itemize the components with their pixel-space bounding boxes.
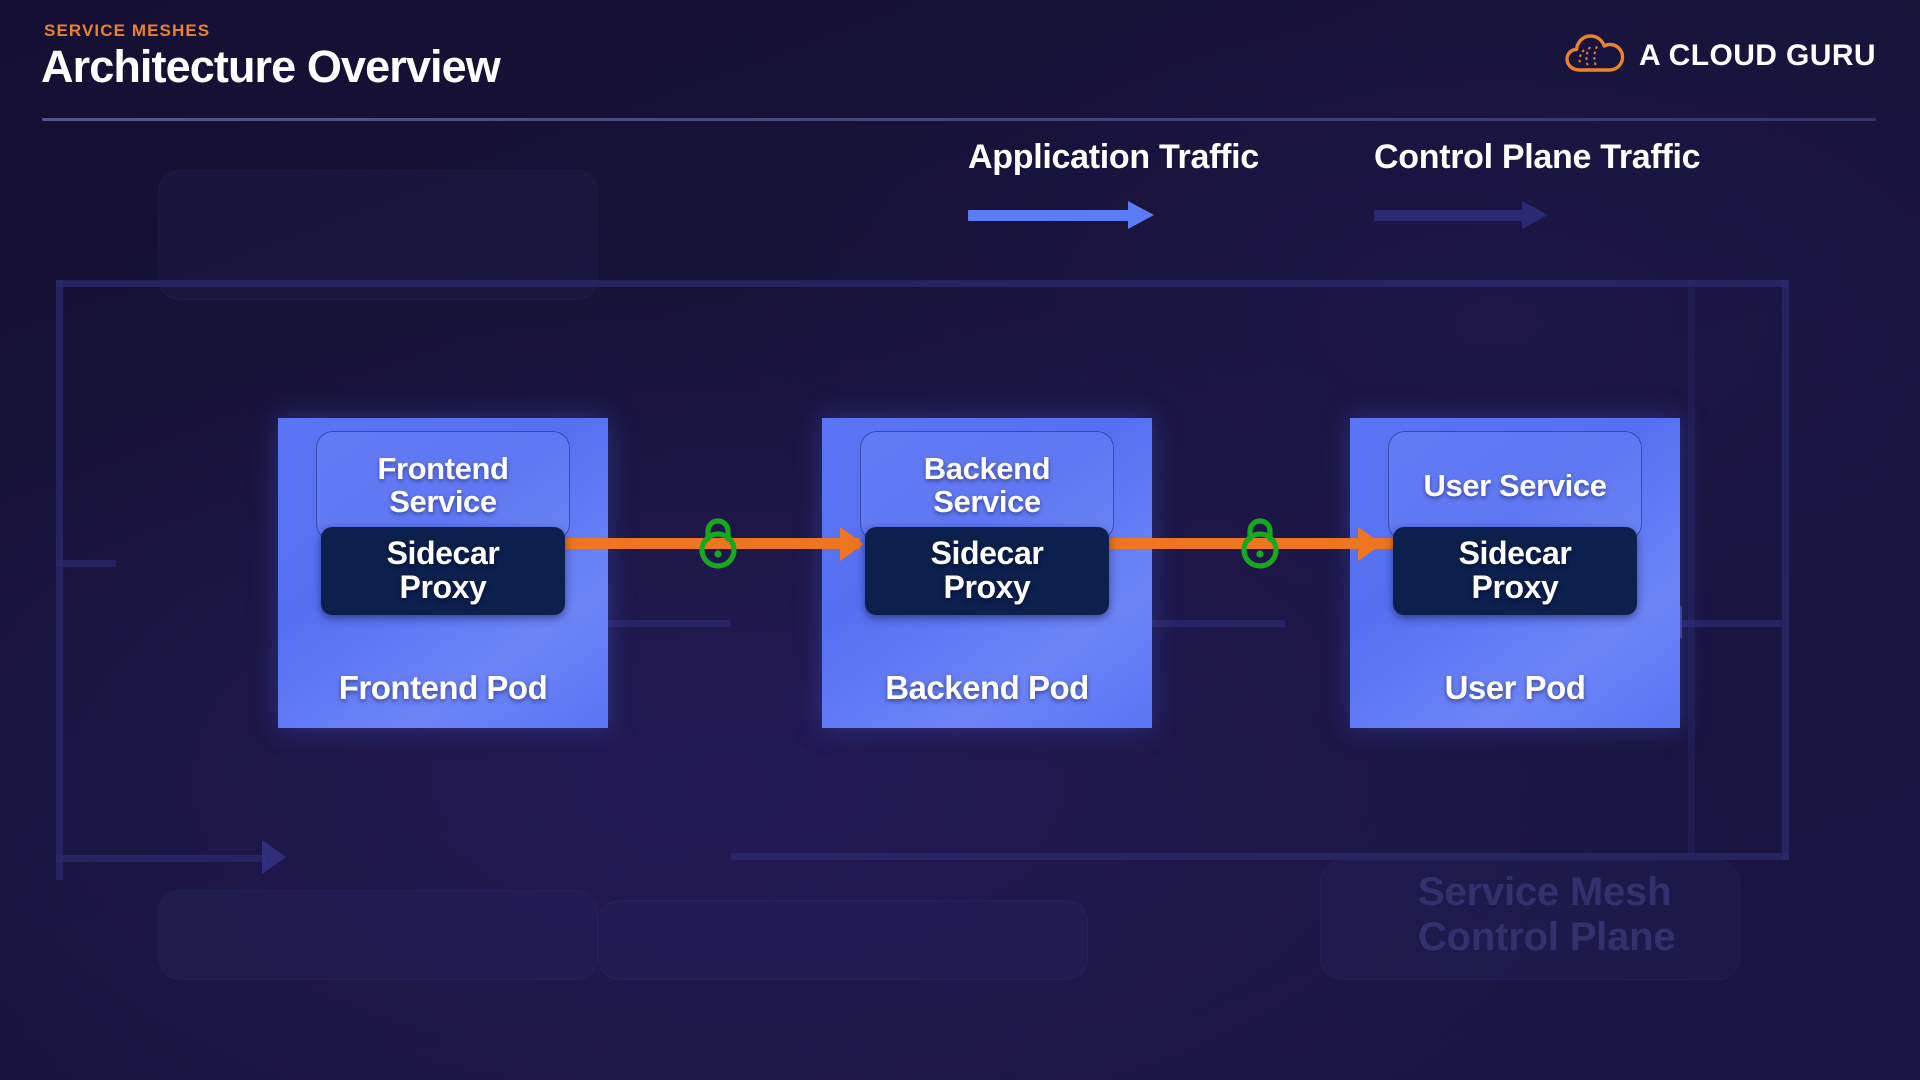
service-box-user[interactable]: User Service [1388, 431, 1642, 541]
header-divider [42, 118, 1876, 121]
control-plane-line-bottom-left-stub [56, 855, 266, 862]
control-plane-arrowhead-bottom-left [262, 840, 286, 874]
arrow-right-icon-application-traffic [968, 201, 1259, 229]
service-label-backend: Backend Service [923, 451, 1051, 519]
pod-backend[interactable]: Backend Service Sidecar Proxy Backend Po… [822, 418, 1152, 728]
service-box-backend[interactable]: Backend Service [860, 431, 1114, 541]
sidecar-proxy-backend[interactable]: Sidecar Proxy [865, 527, 1109, 615]
sidecar-label-user: Sidecar Proxy [1458, 535, 1572, 605]
ghost-rect-top-left [158, 170, 598, 300]
service-label-user: User Service [1423, 467, 1607, 503]
app-traffic-arrowhead-user [1358, 527, 1382, 561]
sidecar-proxy-user[interactable]: Sidecar Proxy [1393, 527, 1637, 615]
arrow-right-icon-control-plane-traffic [1374, 201, 1700, 229]
app-traffic-arrowhead-backend [840, 527, 864, 561]
legend-label-application-traffic: Application Traffic [968, 138, 1259, 176]
control-plane-line-right-vertical [1782, 280, 1789, 860]
pod-label-backend: Backend Pod [885, 669, 1089, 706]
ghost-rect-bottom-center [598, 900, 1088, 980]
padlock-icon-frontend-backend [690, 513, 746, 576]
legend-label-control-plane-traffic: Control Plane Traffic [1374, 138, 1701, 176]
sidecar-label-backend: Sidecar Proxy [930, 535, 1044, 605]
cloud-icon [1564, 32, 1626, 79]
pod-label-user: User Pod [1444, 669, 1586, 706]
legend-item-control-plane-traffic: Control Plane Traffic [1374, 138, 1701, 229]
app-traffic-line-backend-user [1105, 538, 1405, 549]
app-traffic-line-frontend-backend [560, 538, 860, 549]
brand-name: A CLOUD GURU [1638, 38, 1876, 72]
control-plane-line-top-left [56, 280, 1789, 287]
slide-kicker: SERVICE MESHES [44, 21, 211, 40]
service-box-frontend[interactable]: Frontend Service [316, 431, 570, 541]
pod-frontend[interactable]: Frontend Service Sidecar Proxy Frontend … [278, 418, 608, 728]
padlock-icon-backend-user [1232, 513, 1288, 576]
control-plane-ghost-label: Service Mesh Control Plane [1418, 870, 1676, 959]
control-plane-line-bottom [730, 853, 1789, 860]
control-plane-line-inner-vertical [1688, 280, 1695, 855]
control-plane-branch-user [1680, 620, 1782, 627]
page-title: Architecture Overview [41, 41, 501, 92]
control-plane-line-left-vertical [56, 280, 63, 880]
control-plane-branch-backend [1145, 620, 1285, 627]
sidecar-proxy-frontend[interactable]: Sidecar Proxy [321, 527, 565, 615]
sidecar-label-frontend: Sidecar Proxy [386, 535, 500, 605]
pod-user[interactable]: User Service Sidecar Proxy User Pod [1350, 418, 1680, 728]
legend-item-application-traffic: Application Traffic [968, 138, 1259, 229]
service-label-frontend: Frontend Service [377, 451, 509, 519]
control-plane-line-left-branch [56, 560, 116, 567]
control-plane-branch-frontend [600, 620, 730, 627]
ghost-rect-bottom-right [1320, 860, 1740, 980]
ghost-rect-bottom-left [158, 890, 598, 980]
brand-logo: A CLOUD GURU [1564, 32, 1876, 79]
pod-label-frontend: Frontend Pod [338, 669, 548, 706]
